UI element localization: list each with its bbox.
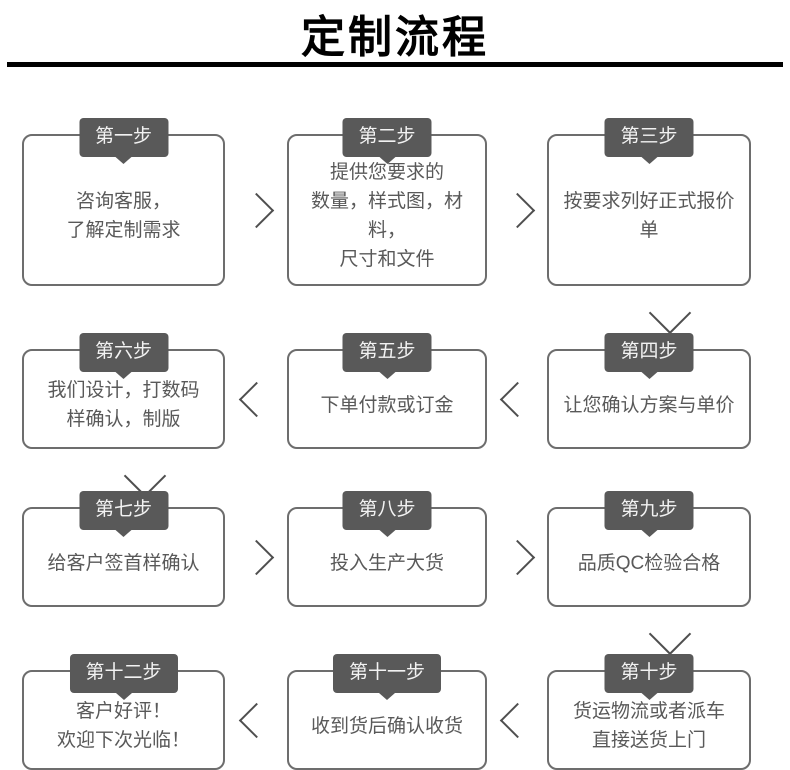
flow-row-4: 第十二步 客户好评！ 欢迎下次光临！ 第十一步 收到货后确认收货 第十步 货运物… bbox=[22, 654, 790, 770]
step-badge: 第十二步 bbox=[69, 654, 178, 693]
step-text: 了解定制需求 bbox=[66, 220, 181, 241]
step-box-8: 第八步 投入生产大货 bbox=[287, 491, 487, 607]
step-text: 收到货后确认收货 bbox=[310, 715, 463, 737]
step-box-5: 第五步 下单付款或订金 bbox=[287, 333, 487, 449]
chevron-left-icon bbox=[499, 702, 535, 738]
chevron-right-icon bbox=[499, 192, 535, 228]
step-text: 欢迎下次光临！ bbox=[56, 730, 190, 751]
step-text: 货运物流或者派车 bbox=[572, 701, 725, 722]
step-text: 按要求列好正式报价单 bbox=[563, 191, 735, 241]
flow-row-1: 第一步 咨询客服， 了解定制需求 第二步 提供您要求的 数量，样式图，材料， 尺… bbox=[22, 118, 790, 286]
step-badge: 第四步 bbox=[604, 333, 694, 372]
step-text: 直接送货上门 bbox=[591, 730, 706, 751]
step-text: 让您确认方案与单价 bbox=[563, 394, 735, 416]
step-text: 提供您要求的 bbox=[329, 162, 444, 183]
step-badge: 第二步 bbox=[342, 118, 432, 157]
step-text: 客户好评！ bbox=[75, 701, 171, 722]
step-badge: 第一步 bbox=[78, 118, 169, 157]
step-box-4: 第四步 让您确认方案与单价 bbox=[547, 333, 751, 449]
step-badge: 第九步 bbox=[604, 491, 694, 530]
step-text: 咨询客服， bbox=[75, 191, 171, 212]
step-box-3: 第三步 按要求列好正式报价单 bbox=[547, 118, 751, 286]
chevron-down-icon bbox=[648, 612, 692, 656]
step-box-9: 第九步 品质QC检验合格 bbox=[547, 491, 751, 607]
step-badge: 第六步 bbox=[78, 333, 169, 372]
flow-row-2: 第六步 我们设计，打数码 样确认，制版 第五步 下单付款或订金 第四步 让您确认… bbox=[22, 333, 790, 449]
title-divider bbox=[7, 62, 783, 67]
step-text: 我们设计，打数码 bbox=[47, 380, 200, 401]
step-text: 投入生产大货 bbox=[329, 552, 444, 574]
step-badge: 第八步 bbox=[342, 491, 432, 530]
chevron-left-icon bbox=[238, 702, 274, 738]
chevron-right-icon bbox=[238, 192, 274, 228]
flow-row-3: 第七步 给客户签首样确认 第八步 投入生产大货 第九步 品质QC检验合格 bbox=[22, 491, 790, 607]
step-text: 尺寸和文件 bbox=[339, 249, 435, 270]
step-text: 给客户签首样确认 bbox=[47, 552, 200, 574]
step-badge: 第三步 bbox=[604, 118, 694, 157]
step-text: 下单付款或订金 bbox=[320, 394, 454, 416]
chevron-right-icon bbox=[238, 539, 274, 575]
flow-diagram: 第一步 咨询客服， 了解定制需求 第二步 提供您要求的 数量，样式图，材料， 尺… bbox=[0, 67, 790, 770]
step-box-2: 第二步 提供您要求的 数量，样式图，材料， 尺寸和文件 bbox=[287, 118, 487, 286]
step-badge: 第十步 bbox=[604, 654, 694, 693]
step-box-1: 第一步 咨询客服， 了解定制需求 bbox=[22, 118, 225, 286]
chevron-right-icon bbox=[499, 539, 535, 575]
step-box-10: 第十步 货运物流或者派车 直接送货上门 bbox=[547, 654, 751, 770]
step-text: 品质QC检验合格 bbox=[577, 552, 721, 574]
chevron-left-icon bbox=[499, 381, 535, 417]
step-box-11: 第十一步 收到货后确认收货 bbox=[287, 654, 487, 770]
step-box-7: 第七步 给客户签首样确认 bbox=[22, 491, 225, 607]
page-title: 定制流程 bbox=[301, 13, 489, 62]
chevron-down-icon bbox=[648, 291, 692, 335]
step-text: 样确认，制版 bbox=[66, 409, 181, 430]
step-badge: 第十一步 bbox=[332, 654, 442, 693]
step-badge: 第七步 bbox=[78, 491, 169, 530]
chevron-left-icon bbox=[238, 381, 274, 417]
step-text: 数量，样式图，材料， bbox=[310, 191, 463, 241]
step-box-12: 第十二步 客户好评！ 欢迎下次光临！ bbox=[22, 654, 225, 770]
step-badge: 第五步 bbox=[342, 333, 432, 372]
step-box-6: 第六步 我们设计，打数码 样确认，制版 bbox=[22, 333, 225, 449]
